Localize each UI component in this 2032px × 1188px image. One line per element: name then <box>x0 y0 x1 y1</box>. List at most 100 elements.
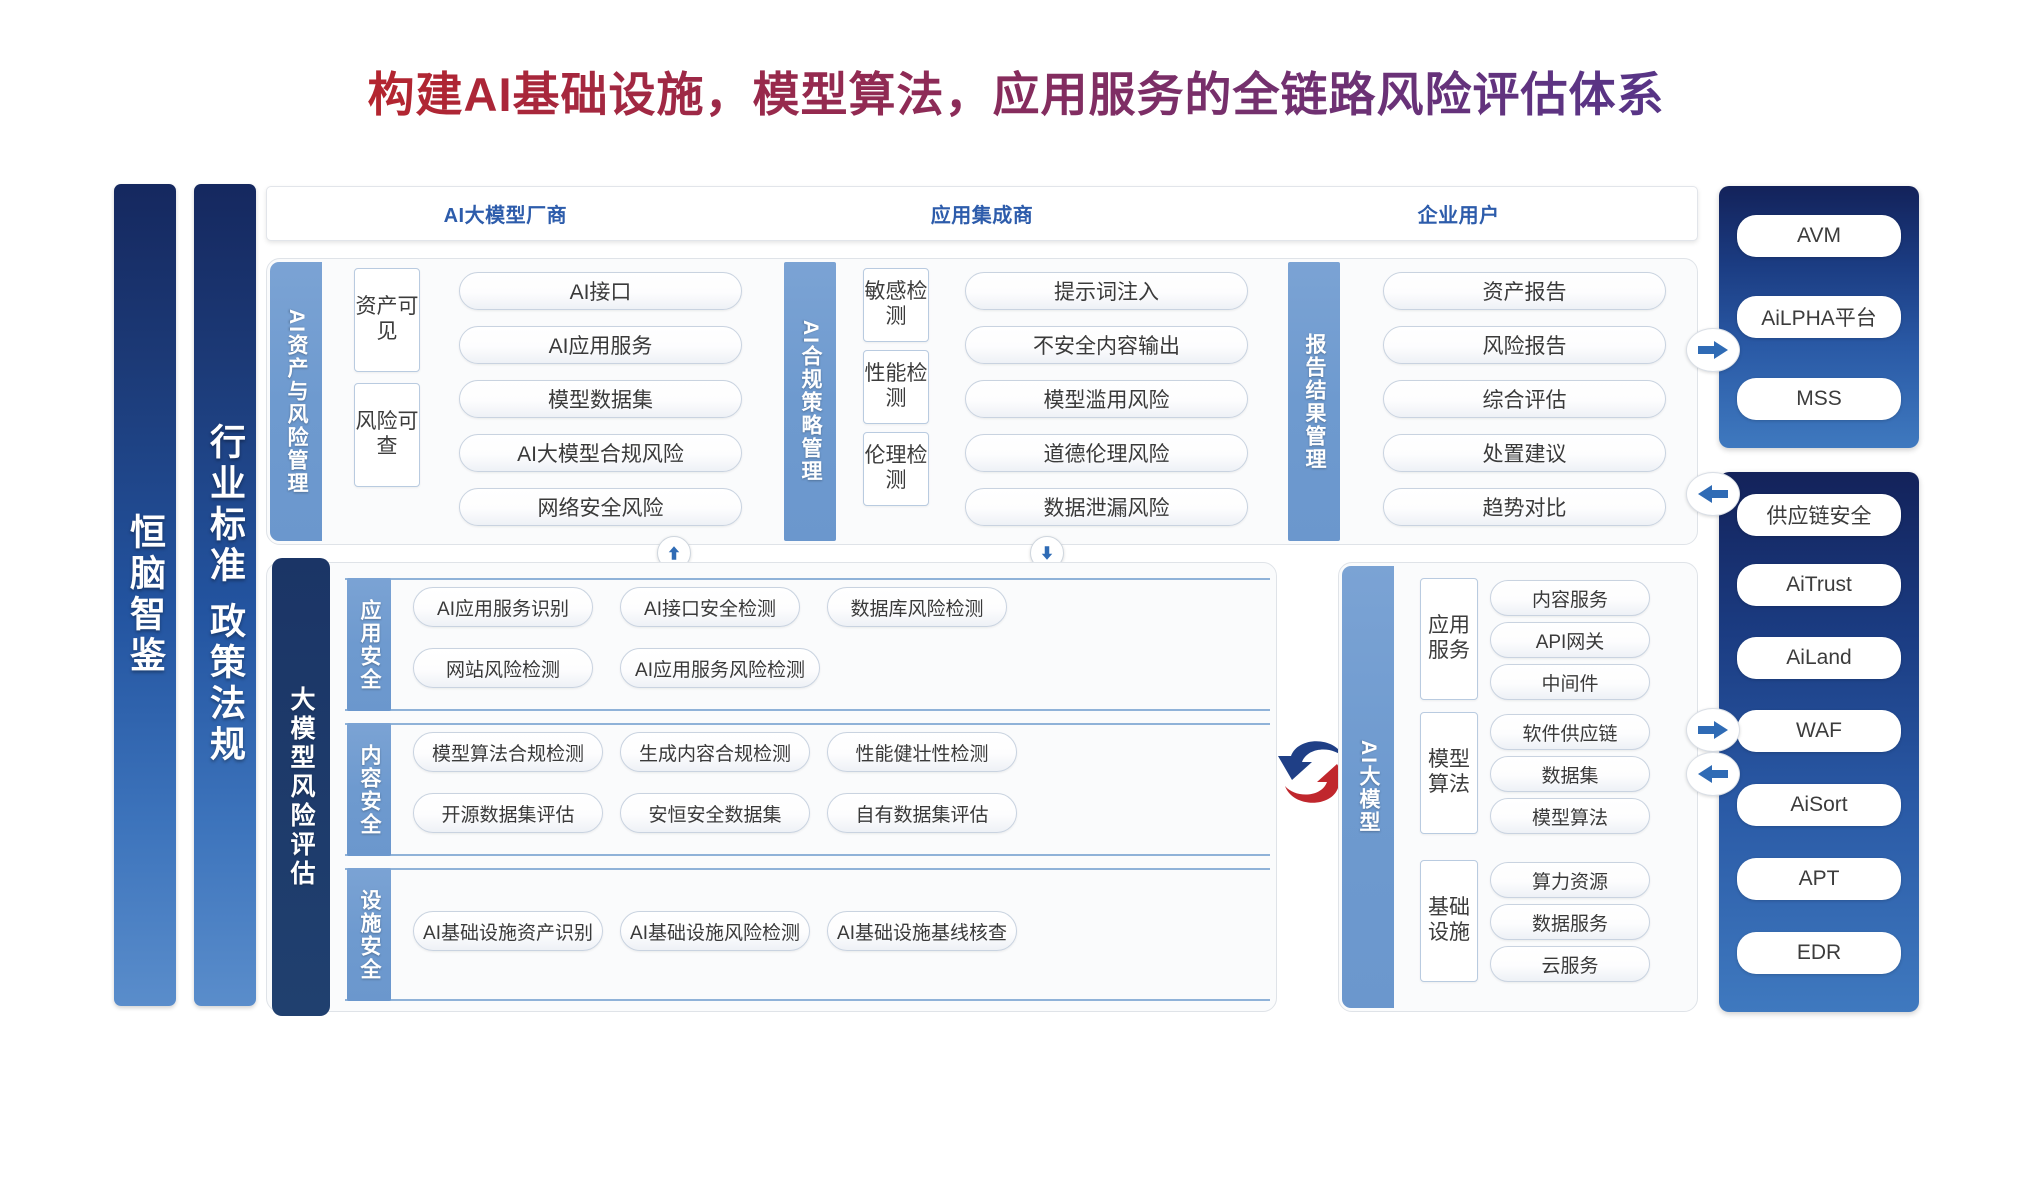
pill-model-algorithm[interactable]: 模型算法 <box>1490 798 1650 834</box>
subsection-label: 内容安全 <box>358 743 381 836</box>
pill-own-dataset-eval[interactable]: 自有数据集评估 <box>827 793 1017 833</box>
section-tab-llm-risk-assessment: 大模型风险评估 <box>272 558 330 1016</box>
rail-pill-mss[interactable]: MSS <box>1737 378 1901 420</box>
page-title: 构建AI基础设施，模型算法，应用服务的全链路风险评估体系 <box>0 56 2032 125</box>
customer-band: AI大模型厂商 应用集成商 企业用户 <box>266 186 1698 241</box>
rail-arrow-left-top-badge <box>1686 472 1740 516</box>
pill-website-risk-check[interactable]: 网站风险检测 <box>413 648 593 688</box>
pill-network-security-risk[interactable]: 网络安全风险 <box>459 488 742 526</box>
group-infrastructure[interactable]: 基础设施 <box>1420 860 1478 982</box>
exchange-arrows-badge <box>1278 722 1352 827</box>
section-tab-label: 报告结果管理 <box>1303 332 1326 471</box>
section-tab-label: AI大模型 <box>1357 740 1380 834</box>
pill-model-algorithm-compliance-check[interactable]: 模型算法合规检测 <box>413 732 603 772</box>
rail-arrow-right-bottom-badge <box>1686 708 1740 752</box>
pill-prompt-injection[interactable]: 提示词注入 <box>965 272 1248 310</box>
pill-llm-compliance-risk[interactable]: AI大模型合规风险 <box>459 434 742 472</box>
section-tab-ai-large-model: AI大模型 <box>1342 566 1394 1008</box>
group-model-algorithm[interactable]: 模型算法 <box>1420 712 1478 834</box>
group-ethics-detection[interactable]: 伦理检测 <box>863 432 929 506</box>
pill-ai-app-service-risk-check[interactable]: AI应用服务风险检测 <box>620 648 820 688</box>
rail-pill-ailand[interactable]: AiLand <box>1737 637 1901 679</box>
pillar-standards-regulations: 行业标准 政策法规 <box>194 184 256 1006</box>
rail-pill-edr[interactable]: EDR <box>1737 932 1901 974</box>
pill-disposal-advice[interactable]: 处置建议 <box>1383 434 1666 472</box>
pill-comprehensive-assessment[interactable]: 综合评估 <box>1383 380 1666 418</box>
band-cell-integrators: 应用集成商 <box>930 205 1034 227</box>
pill-ai-app-service-identify[interactable]: AI应用服务识别 <box>413 587 593 627</box>
pill-ai-interface[interactable]: AI接口 <box>459 272 742 310</box>
group-label: 伦理检测 <box>864 444 928 492</box>
subsection-tab-infrastructure-security: 设施安全 <box>347 868 391 1001</box>
pill-api-gateway[interactable]: API网关 <box>1490 622 1650 658</box>
rail-pill-waf[interactable]: WAF <box>1737 710 1901 752</box>
pill-anheng-security-dataset[interactable]: 安恒安全数据集 <box>620 793 810 833</box>
pill-moral-ethics-risk[interactable]: 道德伦理风险 <box>965 434 1248 472</box>
rail-pill-supply-chain-security[interactable]: 供应链安全 <box>1737 494 1901 536</box>
rail-pill-avm[interactable]: AVM <box>1737 215 1901 257</box>
pillar-heng-nao-zhi-jian: 恒脑智鉴 <box>114 184 176 1006</box>
subsection-label: 应用安全 <box>358 598 381 691</box>
rail-pill-aisort[interactable]: AiSort <box>1737 784 1901 826</box>
subsection-content-security <box>345 723 1270 856</box>
subsection-tab-application-security: 应用安全 <box>347 578 391 711</box>
section-tab-label: AI合规策略管理 <box>799 320 822 483</box>
group-label: 模型算法 <box>1428 748 1470 796</box>
pill-data-leak-risk[interactable]: 数据泄漏风险 <box>965 488 1248 526</box>
pill-middleware[interactable]: 中间件 <box>1490 664 1650 700</box>
pill-ai-infra-asset-identify[interactable]: AI基础设施资产识别 <box>413 911 603 951</box>
rail-arrow-right-top-badge <box>1686 328 1740 372</box>
pill-generated-content-compliance-check[interactable]: 生成内容合规检测 <box>620 732 810 772</box>
group-label: 基础设施 <box>1428 896 1470 944</box>
pill-dataset[interactable]: 数据集 <box>1490 756 1650 792</box>
pill-ai-interface-security-check[interactable]: AI接口安全检测 <box>620 587 800 627</box>
group-label: 风险可查 <box>355 410 419 458</box>
pill-ai-app-service[interactable]: AI应用服务 <box>459 326 742 364</box>
group-label: 性能检测 <box>864 362 928 410</box>
pill-model-abuse-risk[interactable]: 模型滥用风险 <box>965 380 1248 418</box>
arrow-up-icon <box>668 546 680 560</box>
arrow-down-icon <box>1041 546 1053 560</box>
pill-model-dataset[interactable]: 模型数据集 <box>459 380 742 418</box>
arrow-right-icon <box>1698 341 1728 359</box>
arrow-right-icon <box>1698 721 1728 739</box>
pill-risk-report[interactable]: 风险报告 <box>1383 326 1666 364</box>
pill-unsafe-content-output[interactable]: 不安全内容输出 <box>965 326 1248 364</box>
group-application-service[interactable]: 应用服务 <box>1420 578 1478 700</box>
rail-pill-ailpha-platform[interactable]: AiLPHA平台 <box>1737 296 1901 338</box>
group-label: 资产可见 <box>355 295 419 343</box>
pill-content-service[interactable]: 内容服务 <box>1490 580 1650 616</box>
subsection-label: 设施安全 <box>358 888 381 981</box>
pill-performance-robustness-check[interactable]: 性能健壮性检测 <box>827 732 1017 772</box>
subsection-infrastructure-security <box>345 868 1270 1001</box>
group-asset-visible[interactable]: 资产可见 <box>354 268 420 372</box>
group-label: 应用服务 <box>1428 614 1470 662</box>
rail-pill-apt[interactable]: APT <box>1737 858 1901 900</box>
pill-database-risk-check[interactable]: 数据库风险检测 <box>827 587 1007 627</box>
section-tab-compliance-policy-management: AI合规策略管理 <box>784 262 836 541</box>
pill-asset-report[interactable]: 资产报告 <box>1383 272 1666 310</box>
section-tab-label: AI资产与风险管理 <box>285 308 308 495</box>
rail-pill-aitrust[interactable]: AiTrust <box>1737 564 1901 606</box>
arrow-left-icon <box>1698 485 1728 503</box>
pillar-label: 行业标准 政策法规 <box>205 423 246 767</box>
pill-data-service[interactable]: 数据服务 <box>1490 904 1650 940</box>
pill-ai-infra-baseline-audit[interactable]: AI基础设施基线核查 <box>827 911 1017 951</box>
group-performance-detection[interactable]: 性能检测 <box>863 350 929 424</box>
pill-software-supply-chain[interactable]: 软件供应链 <box>1490 714 1650 750</box>
group-sensitive-detection[interactable]: 敏感检测 <box>863 268 929 342</box>
subsection-tab-content-security: 内容安全 <box>347 723 391 856</box>
arrow-left-icon <box>1698 765 1728 783</box>
pill-open-source-dataset-eval[interactable]: 开源数据集评估 <box>413 793 603 833</box>
subsection-application-security <box>345 578 1270 711</box>
pill-ai-infra-risk-check[interactable]: AI基础设施风险检测 <box>620 911 810 951</box>
pillar-label: 恒脑智鉴 <box>125 513 166 677</box>
group-risk-traceable[interactable]: 风险可查 <box>354 383 420 487</box>
pill-compute-resource[interactable]: 算力资源 <box>1490 862 1650 898</box>
band-cell-ai-vendors: AI大模型厂商 <box>443 205 568 227</box>
band-cell-enterprise-users: 企业用户 <box>1417 205 1500 227</box>
section-tab-asset-risk-management: AI资产与风险管理 <box>270 262 322 541</box>
pill-cloud-service[interactable]: 云服务 <box>1490 946 1650 982</box>
pill-trend-comparison[interactable]: 趋势对比 <box>1383 488 1666 526</box>
